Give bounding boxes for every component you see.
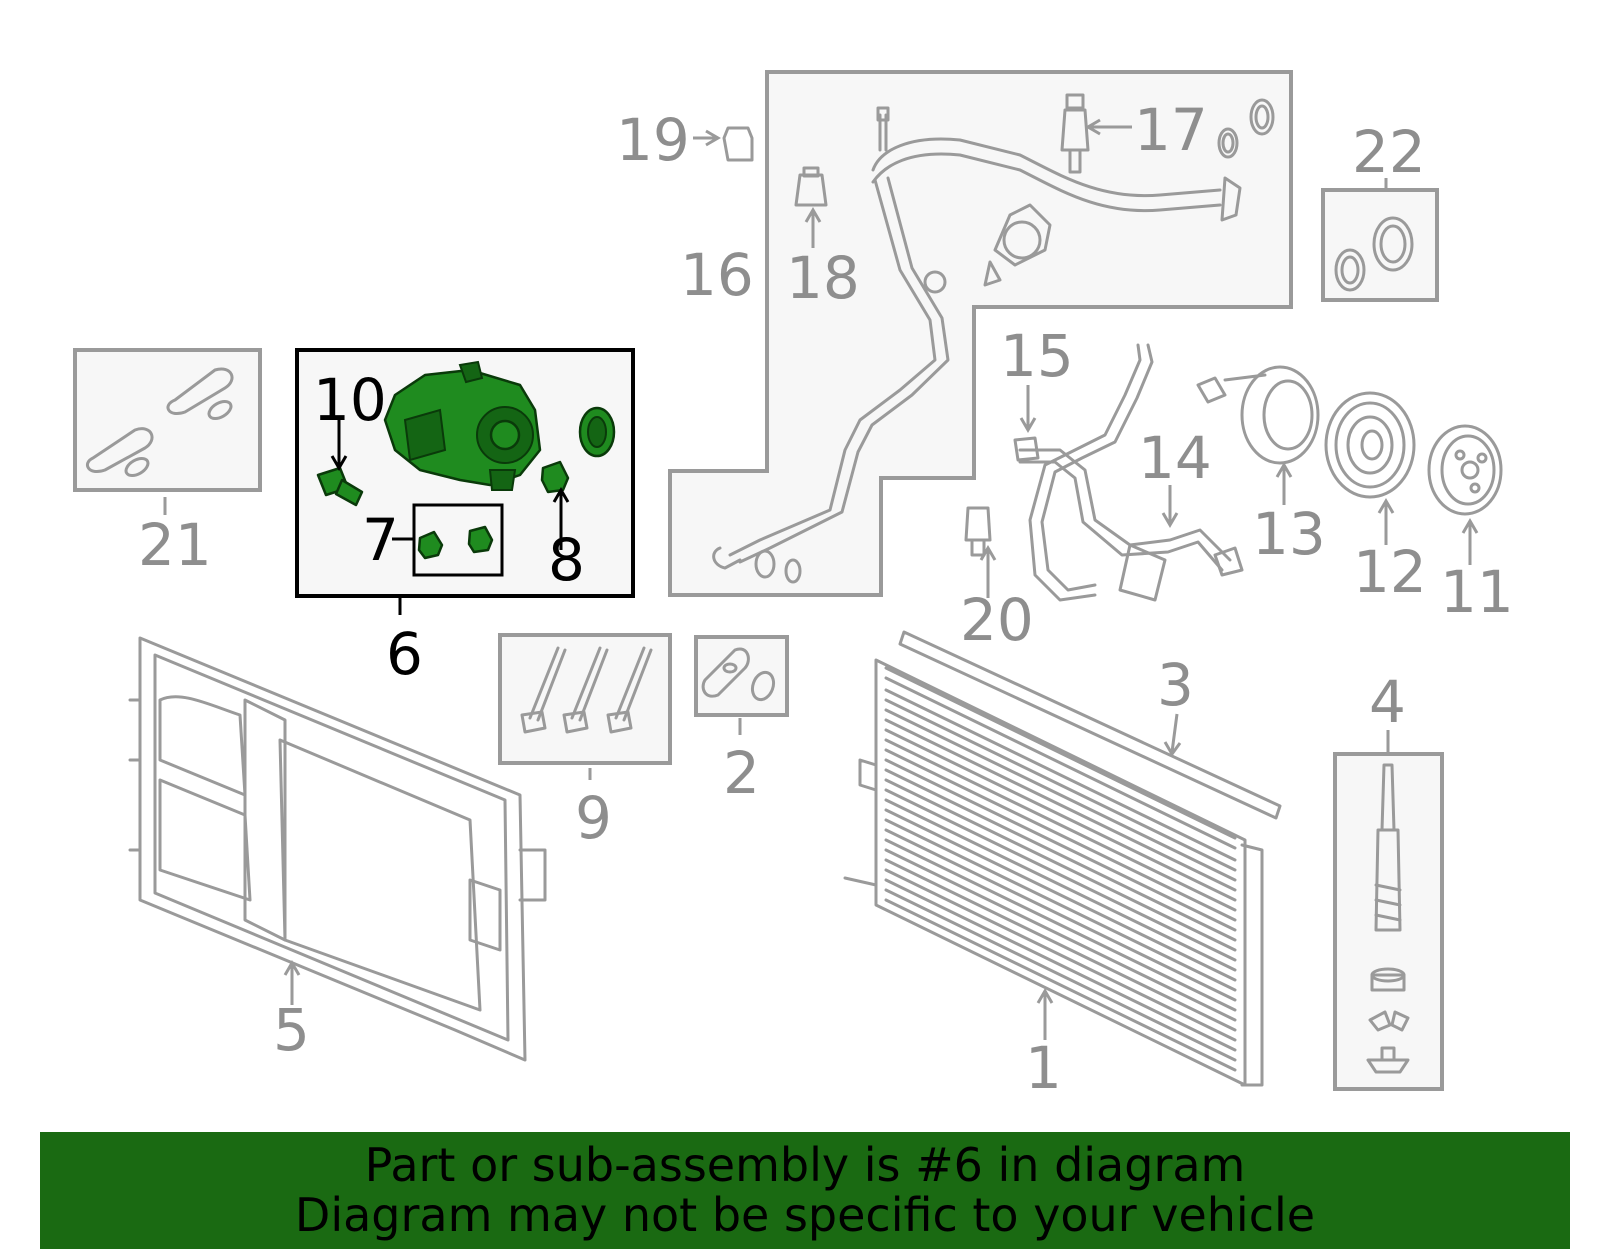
callout-4: 4 [1369, 668, 1406, 736]
panel-22-o-rings[interactable] [1321, 188, 1439, 302]
callout-6: 6 [386, 620, 423, 688]
panel-16-ac-lines[interactable] [668, 70, 1293, 597]
callout-1: 1 [1025, 1034, 1062, 1102]
callout-8: 8 [548, 526, 585, 594]
callout-21: 21 [138, 511, 212, 579]
panel-21-gaskets[interactable] [73, 348, 262, 492]
clutch-hub-11[interactable] [1427, 424, 1503, 516]
callout-labels: 1 2 3 4 5 6 7 8 9 10 11 12 13 14 15 16 1… [138, 96, 1514, 1102]
leader-lines [163, 118, 1479, 1040]
radiator-support-5[interactable] [128, 636, 547, 1062]
callout-16: 16 [680, 241, 754, 309]
callout-10: 10 [313, 366, 387, 434]
callout-2: 2 [723, 739, 760, 807]
seal-strip-3[interactable] [898, 630, 1282, 820]
callout-17: 17 [1134, 96, 1208, 164]
panel-9-bolts[interactable] [498, 633, 672, 765]
callout-20: 20 [960, 586, 1034, 654]
callout-9: 9 [575, 784, 612, 852]
callout-5: 5 [273, 996, 310, 1064]
callout-14: 14 [1138, 424, 1212, 492]
callout-15: 15 [1000, 322, 1074, 390]
callout-22: 22 [1352, 118, 1426, 186]
panel-4-drier[interactable] [1333, 752, 1444, 1091]
panel-2-gasket[interactable] [694, 635, 789, 717]
panel-6-compressor[interactable] [295, 348, 635, 615]
condenser-1[interactable] [843, 658, 1264, 1087]
callout-11: 11 [1440, 558, 1514, 626]
callout-7: 7 [362, 506, 399, 574]
clutch-coil-13[interactable] [1196, 365, 1320, 465]
callout-3: 3 [1157, 651, 1194, 719]
banner-line-2: Diagram may not be specific to your vehi… [294, 1188, 1316, 1242]
callout-18: 18 [786, 244, 860, 312]
hose-assembly-14[interactable] [1013, 343, 1244, 602]
clutch-pulley-12[interactable] [1324, 391, 1416, 499]
banner-line-1: Part or sub-assembly is #6 in diagram [364, 1138, 1246, 1192]
callout-12: 12 [1353, 538, 1427, 606]
callout-13: 13 [1252, 500, 1326, 568]
info-banner: Part or sub-assembly is #6 in diagram Di… [40, 1132, 1570, 1249]
callout-19: 19 [616, 106, 690, 174]
